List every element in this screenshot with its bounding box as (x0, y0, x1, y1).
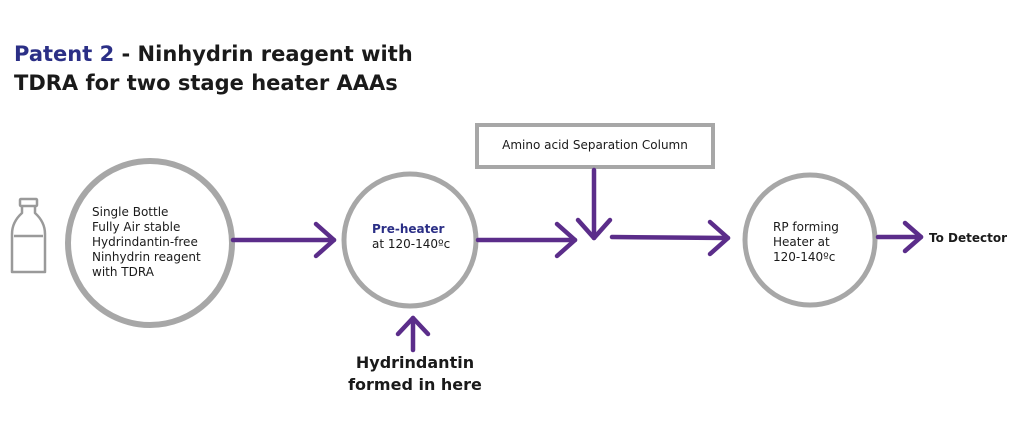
reagent-label-line: Single Bottle (92, 205, 232, 220)
arrow-preheater-to-junction (478, 224, 575, 256)
pre-heater-label: Pre-heater (372, 222, 482, 237)
arrow-junction-to-rp-heater (612, 222, 728, 254)
rp-heater-label-line: RP forming (773, 220, 873, 235)
hydrindantin-note-line: formed in here (340, 374, 490, 396)
arrow-to-detector (878, 223, 921, 251)
arrow-reagent-to-preheater (233, 224, 334, 256)
rp-heater-label-line: Heater at (773, 235, 873, 250)
reagent-label-line: Hydrindantin-free (92, 235, 232, 250)
detector-label: To Detector (929, 231, 1024, 246)
reagent-label-line: Fully Air stable (92, 220, 232, 235)
reagent-label: Single Bottle Fully Air stable Hydrindan… (92, 205, 232, 280)
arrow-column-down (578, 170, 610, 238)
bottle-icon (12, 199, 45, 272)
reagent-label-line: Ninhydrin reagent (92, 250, 232, 265)
rp-heater-label: RP forming Heater at 120-140ºc (773, 220, 873, 265)
pre-heater-text: Pre-heater at 120-140ºc (372, 222, 482, 252)
hydrindantin-note: Hydrindantin formed in here (340, 352, 490, 396)
rp-heater-label-line: 120-140ºc (773, 250, 873, 265)
hydrindantin-note-line: Hydrindantin (340, 352, 490, 374)
arrow-hydrindantin-up (398, 318, 428, 350)
separation-column-label: Amino acid Separation Column (476, 138, 714, 153)
pre-heater-detail: at 120-140ºc (372, 237, 482, 252)
reagent-label-line: with TDRA (92, 265, 232, 280)
